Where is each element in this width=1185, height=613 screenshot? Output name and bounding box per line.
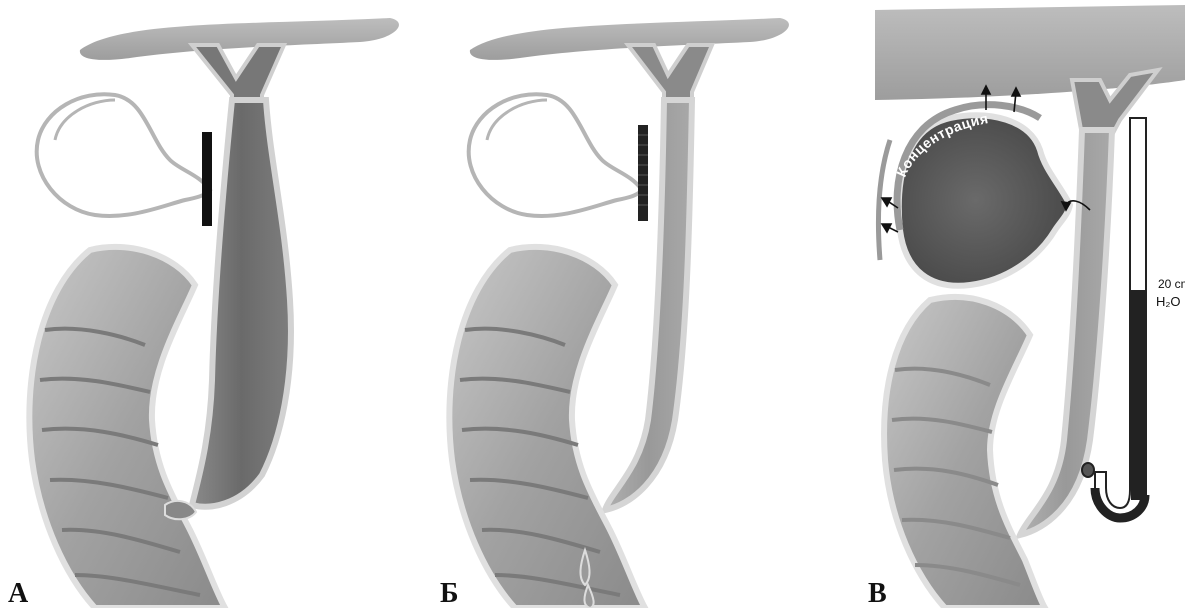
common-bile-duct [605, 100, 692, 510]
liver-edge [470, 18, 789, 60]
occlusion-bar [202, 132, 212, 226]
panel-a [29, 18, 399, 608]
panel-letter-b: Б [440, 580, 459, 608]
gauge-label: 20 cm. [1158, 277, 1185, 291]
panel-b [449, 18, 789, 608]
manometer-column [1131, 290, 1145, 500]
panel-letter-a: А [8, 580, 28, 608]
gallbladder-outline [469, 94, 642, 216]
liver-edge [80, 18, 399, 60]
duodenum [884, 297, 1045, 608]
serrated-bar [638, 125, 648, 221]
panel-letter-c: В [868, 580, 887, 608]
manometer-cannula [1082, 463, 1094, 477]
gallbladder-outline [37, 94, 210, 216]
panel-c: Концентрация 20 cm. H₂O [875, 5, 1185, 608]
gauge-unit: H₂O [1156, 294, 1181, 309]
